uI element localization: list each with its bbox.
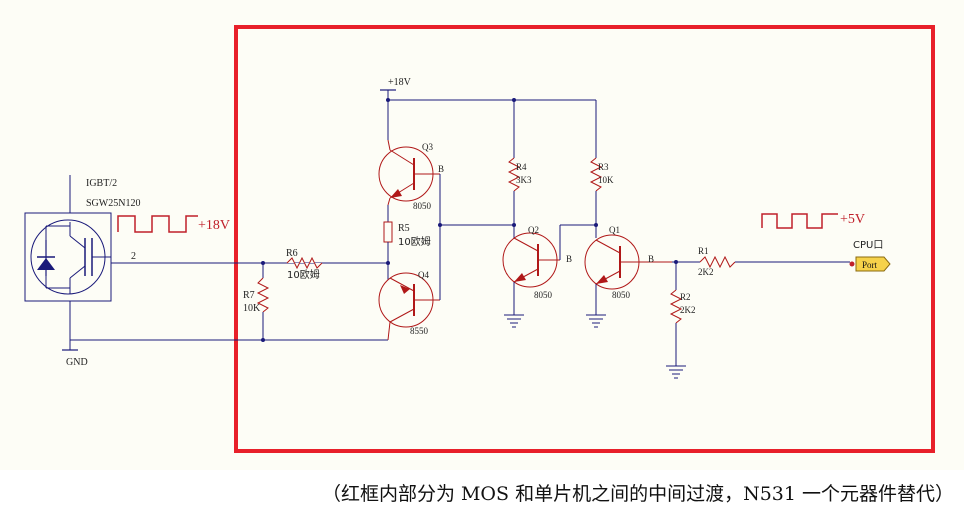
pwm-5v-label: +5V — [840, 212, 865, 227]
igbt-part-label: SGW25N120 — [86, 198, 140, 209]
r1-resistor — [699, 255, 736, 269]
q1-type-label: 8050 — [612, 290, 631, 300]
port-tag-label: Port — [862, 260, 878, 270]
q1-transistor — [584, 234, 672, 290]
figure-caption: （红框内部分为 MOS 和单片机之间的中间过渡，N531 一个元器件替代） — [321, 483, 954, 505]
q2-transistor — [502, 232, 560, 288]
r4-resistor — [507, 157, 521, 192]
r3-resistor — [589, 157, 603, 192]
r5-name-label: R5 — [398, 223, 410, 234]
r1-value-label: 2K2 — [698, 267, 714, 277]
q4-type-label: 8550 — [410, 326, 429, 336]
r6-name-label: R6 — [286, 248, 298, 259]
q4-name-label: Q4 — [418, 270, 429, 280]
junction-dot — [261, 261, 265, 265]
r2-value-label: 2K2 — [680, 305, 696, 315]
junction-dot — [438, 223, 442, 227]
q3-type-label: 8050 — [413, 201, 432, 211]
q1-ground-symbol — [586, 314, 606, 328]
q4-transistor — [378, 272, 440, 341]
pwm-18v-waveform — [117, 215, 198, 233]
r4-name-label: R4 — [516, 162, 527, 172]
gnd-label: GND — [66, 357, 88, 368]
r7-resistor — [256, 277, 270, 313]
cpu-port-label: CPU口 — [853, 240, 883, 251]
r3-value-label: 10K — [598, 175, 614, 185]
r6-resistor — [286, 256, 323, 270]
r3-name-label: R3 — [598, 162, 609, 172]
base-q1-label: B — [648, 254, 654, 264]
junction-dot — [261, 338, 265, 342]
q2-ground-symbol — [504, 314, 524, 328]
base-q2-label: B — [566, 254, 572, 264]
r2-resistor — [669, 289, 683, 324]
q1-name-label: Q1 — [609, 225, 620, 235]
q2-type-label: 8050 — [534, 290, 553, 300]
base-q3q4-label: B — [438, 164, 444, 174]
r4-value-label: 3K3 — [516, 175, 532, 185]
schematic-background — [0, 0, 964, 470]
r1-name-label: R1 — [698, 246, 709, 256]
r2-name-label: R2 — [680, 292, 691, 302]
q3-transistor — [378, 139, 440, 206]
cpu-port-tag — [855, 256, 891, 272]
pin-2-label: 2 — [131, 251, 136, 262]
q2-name-label: Q2 — [528, 225, 539, 235]
igbt-symbol — [24, 212, 112, 302]
q3-name-label: Q3 — [422, 142, 433, 152]
igbt-name-label: IGBT/2 — [86, 178, 117, 189]
pwm-5v-waveform — [761, 213, 838, 229]
r2-ground-symbol — [666, 365, 686, 379]
r7-name-label: R7 — [243, 290, 255, 301]
port-pin-dot — [849, 261, 855, 267]
vcc18-rail-label: +18V — [388, 77, 412, 88]
highlight-frame — [234, 25, 935, 453]
pwm-18v-label: +18V — [198, 218, 230, 233]
schematic-diagram: IGBT/2 SGW25N120 2 GND +18V R7 10K R6 10… — [0, 0, 964, 470]
r7-value-label: 10K — [243, 303, 261, 314]
r6-value-label: 10欧姆 — [287, 268, 320, 281]
r5-value-label: 10欧姆 — [398, 235, 431, 248]
